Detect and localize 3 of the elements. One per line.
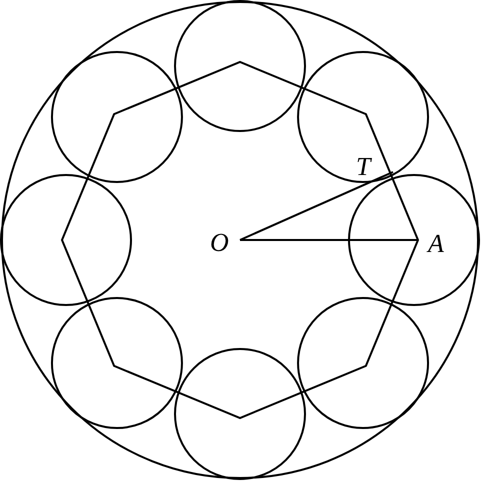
point-label: A (428, 229, 444, 258)
point-label: O (210, 228, 229, 257)
point-label: T (356, 152, 370, 181)
